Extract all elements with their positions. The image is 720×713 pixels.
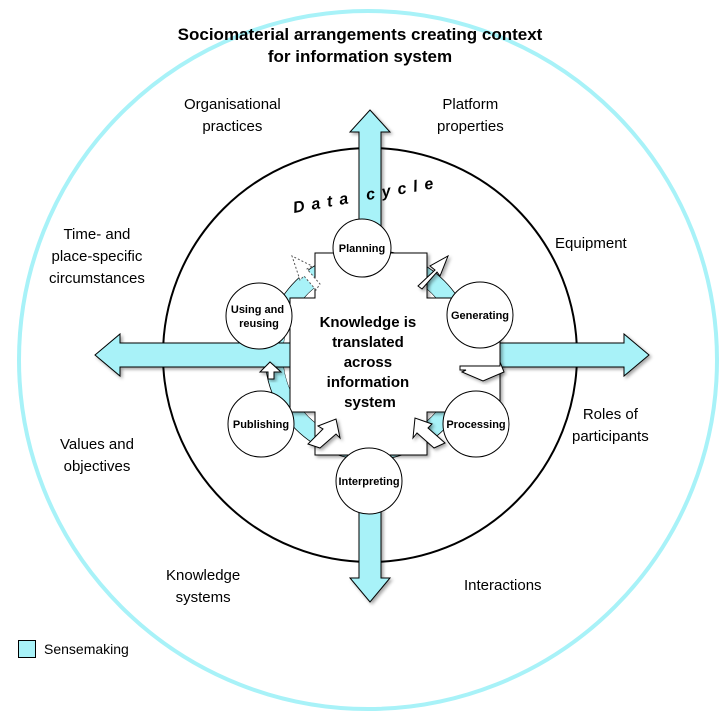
- cycle-arrow-publishing: [258, 361, 283, 380]
- node-interpreting: Interpreting: [335, 447, 403, 515]
- node-generating: Generating: [446, 281, 514, 349]
- label-equipment: Equipment: [555, 235, 627, 252]
- label-knowledge-systems: Knowledge systems: [166, 567, 241, 606]
- cycle-arrow-processing: [459, 361, 505, 382]
- svg-text:Using and reusing: Using and reusing: [231, 304, 287, 330]
- svg-text:Planning: Planning: [339, 243, 385, 255]
- svg-text:Interpreting: Interpreting: [338, 476, 399, 488]
- cycle-arrow-generating: [417, 254, 449, 290]
- node-using-reusing: Using and reusing: [225, 282, 293, 350]
- center-knowledge-text: Knowledge is translated across informati…: [320, 314, 421, 411]
- label-platform-properties: Platform properties: [437, 96, 504, 135]
- legend-label-sensemaking: Sensemaking: [44, 641, 129, 657]
- cycle-arrow-interpreting-left: [307, 418, 341, 449]
- node-planning: Planning: [332, 218, 392, 278]
- svg-text:Generating: Generating: [451, 310, 509, 322]
- node-publishing: Publishing: [227, 390, 295, 458]
- label-values-objectives: Values and objectives: [60, 436, 134, 475]
- node-processing: Processing: [442, 390, 510, 458]
- label-organisational-practices: Organisational practices: [184, 96, 281, 135]
- label-roles-of-participants: Roles of participants: [572, 406, 649, 445]
- legend: Sensemaking: [18, 640, 129, 658]
- outer-context-ring: [17, 9, 719, 711]
- diagram-title: Sociomaterial arrangements creating cont…: [0, 24, 720, 68]
- cycle-arrow-planning: [291, 255, 321, 291]
- title-line-2: for information system: [267, 47, 453, 66]
- cycle-arrow-interpreting-right: [412, 417, 446, 449]
- svg-text:Processing: Processing: [446, 419, 505, 431]
- label-interactions: Interactions: [464, 577, 542, 594]
- title-line-1: Sociomaterial arrangements creating cont…: [177, 25, 543, 44]
- legend-swatch-sensemaking: [18, 640, 36, 658]
- svg-text:Publishing: Publishing: [233, 419, 289, 431]
- label-time-place: Time- and place-specific circumstances: [49, 226, 145, 287]
